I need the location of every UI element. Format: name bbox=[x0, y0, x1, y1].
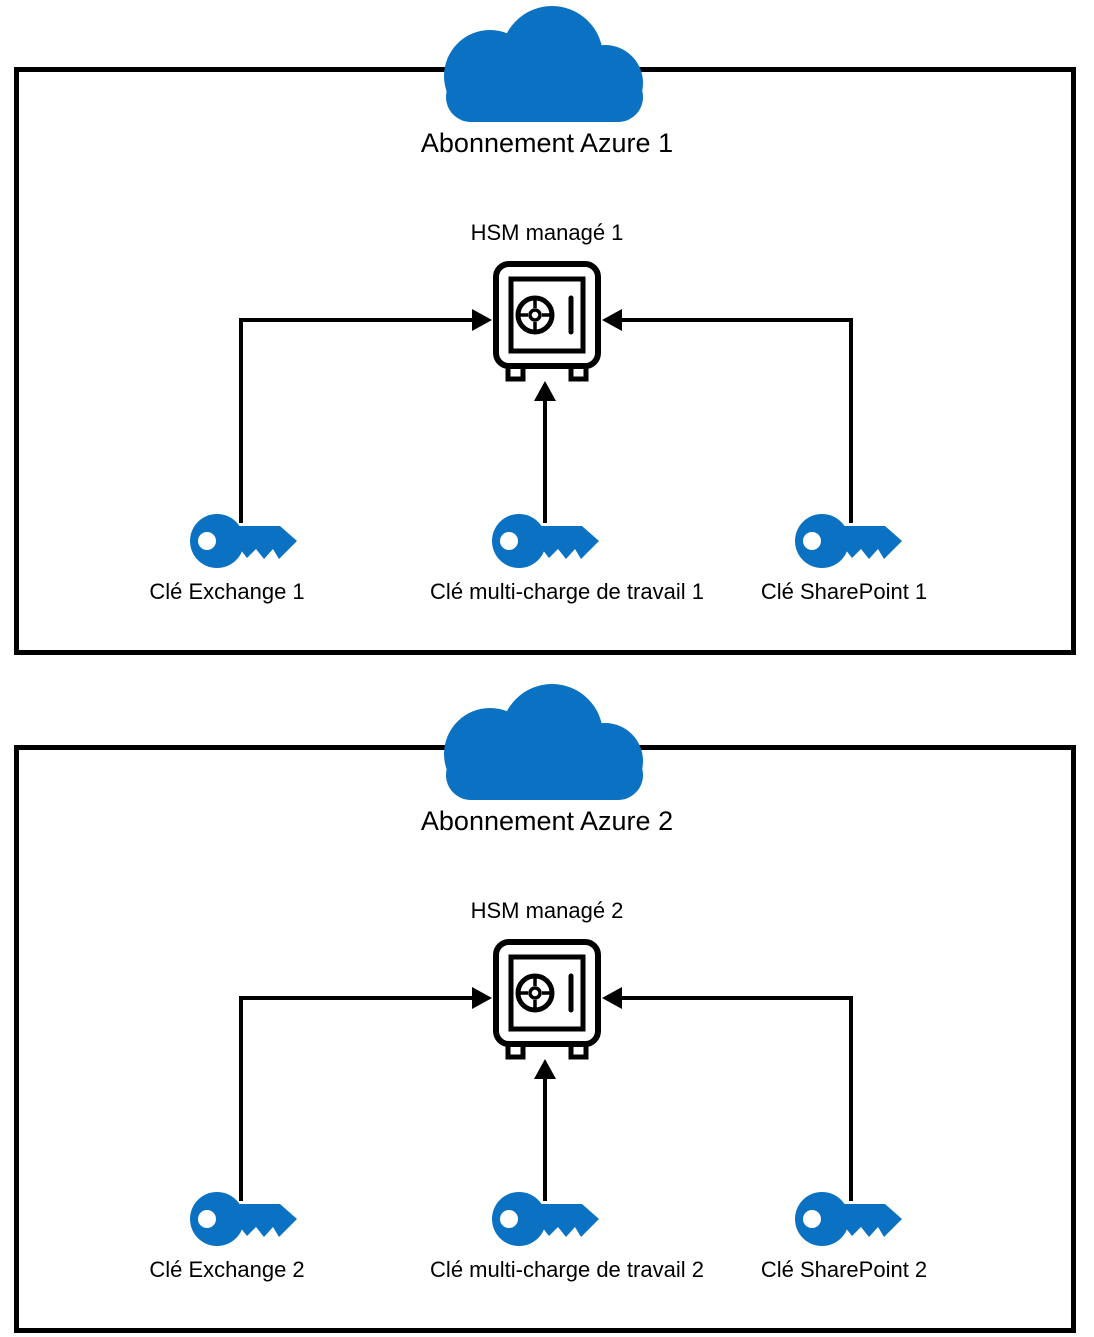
connector-exchange-to-hsm-vertical bbox=[239, 996, 243, 1201]
connector-sharepoint-to-hsm-horizontal bbox=[620, 996, 853, 1000]
key-icon-sharepoint bbox=[795, 514, 902, 568]
hsm-label: HSM managé 1 bbox=[470, 220, 624, 245]
key-icon-exchange bbox=[190, 1192, 297, 1246]
key-label-multiworkload: Clé multi-charge de travail 2 bbox=[430, 1257, 704, 1282]
connector-exchange-to-hsm-horizontal bbox=[239, 996, 475, 1000]
subscription-2-section: Abonnement Azure 2 HSM managé 2 C bbox=[0, 678, 1094, 1337]
connector-multiworkload-to-hsm-vertical bbox=[543, 1077, 547, 1201]
connector-sharepoint-to-hsm-vertical bbox=[849, 318, 853, 523]
subscription-1-section: Abonnement Azure 1 HSM managé 1 C bbox=[0, 0, 1094, 659]
cloud-icon bbox=[444, 6, 643, 122]
arrowhead-into-hsm-bottom bbox=[534, 1059, 556, 1079]
arrowhead-into-hsm-right bbox=[602, 987, 622, 1009]
arrowhead-into-hsm-bottom bbox=[534, 381, 556, 401]
safe-icon bbox=[493, 261, 601, 382]
key-icon-exchange bbox=[190, 514, 297, 568]
connector-multiworkload-to-hsm-vertical bbox=[543, 399, 547, 523]
arrowhead-into-hsm-left bbox=[472, 309, 492, 331]
arrowhead-into-hsm-right bbox=[602, 309, 622, 331]
connector-sharepoint-to-hsm-horizontal bbox=[620, 318, 853, 322]
key-label-exchange: Clé Exchange 1 bbox=[149, 579, 305, 604]
hsm-label: HSM managé 2 bbox=[470, 898, 624, 923]
subscription-title: Abonnement Azure 1 bbox=[420, 128, 674, 158]
key-icon-sharepoint bbox=[795, 1192, 902, 1246]
key-icon-multiworkload bbox=[492, 1192, 599, 1246]
connector-sharepoint-to-hsm-vertical bbox=[849, 996, 853, 1201]
connector-exchange-to-hsm-vertical bbox=[239, 318, 243, 523]
subscription-title: Abonnement Azure 2 bbox=[420, 806, 674, 836]
safe-icon bbox=[493, 939, 601, 1060]
key-label-sharepoint: Clé SharePoint 1 bbox=[760, 579, 928, 604]
key-icon-multiworkload bbox=[492, 514, 599, 568]
key-label-multiworkload: Clé multi-charge de travail 1 bbox=[430, 579, 704, 604]
key-label-exchange: Clé Exchange 2 bbox=[149, 1257, 305, 1282]
key-label-sharepoint: Clé SharePoint 2 bbox=[760, 1257, 928, 1282]
cloud-icon bbox=[444, 684, 643, 800]
connector-exchange-to-hsm-horizontal bbox=[239, 318, 475, 322]
arrowhead-into-hsm-left bbox=[472, 987, 492, 1009]
